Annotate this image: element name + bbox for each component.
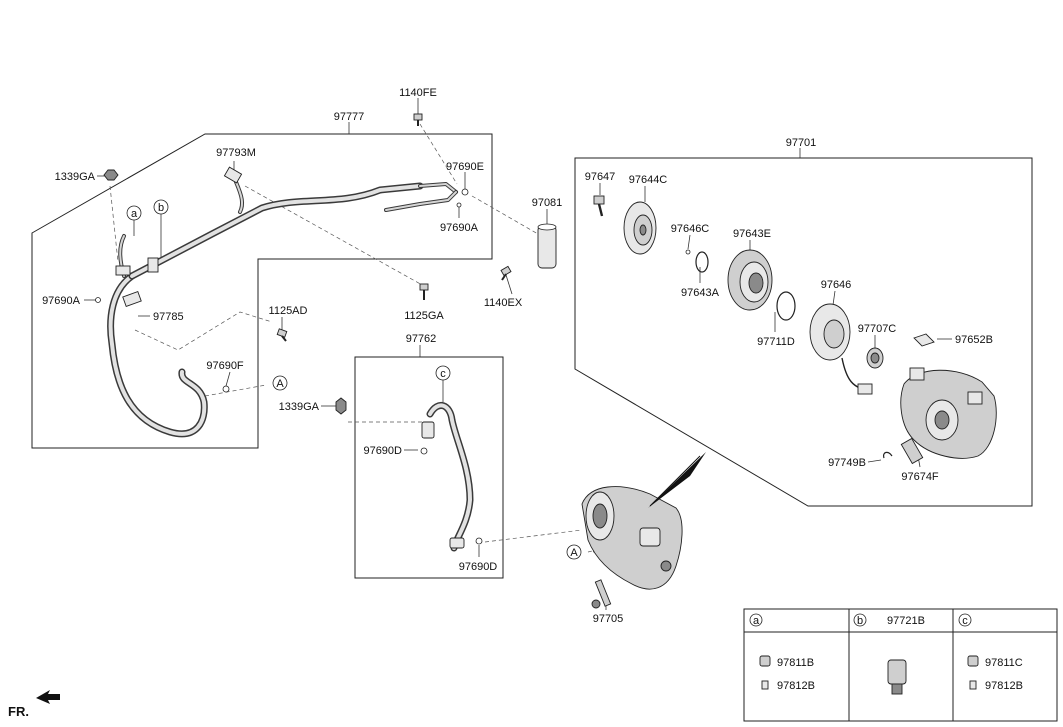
callout-A-lower: A (570, 547, 578, 559)
label-97690A-left: 97690A (42, 295, 81, 307)
callouts: a b c A A (126, 199, 582, 560)
label-97705: 97705 (593, 613, 624, 625)
legend-header-a: a (753, 615, 760, 627)
label-97690A-right: 97690A (440, 222, 479, 234)
label-97749B: 97749B (828, 457, 866, 469)
label-97690F: 97690F (206, 360, 244, 372)
part-labels: 97777 1140FE 1339GA 97793M 97690E 97690A… (8, 87, 993, 719)
label-97707C: 97707C (858, 323, 897, 335)
callout-c: c (440, 368, 446, 380)
label-97690D-lower: 97690D (459, 561, 498, 573)
hose-assembly-97777 (107, 166, 458, 438)
dashed-connectors (109, 123, 605, 553)
legend-a-item-2: 97812B (777, 680, 815, 692)
legend-a-item-1: 97811B (777, 657, 814, 669)
receiver-drier-97081 (500, 223, 557, 281)
callout-a: a (131, 208, 138, 220)
label-97793M: 97793M (216, 147, 256, 159)
legend-c-item-2: 97812B (985, 680, 1023, 692)
label-97674F: 97674F (901, 471, 939, 483)
label-97081: 97081 (532, 197, 563, 209)
leader-lines (84, 98, 952, 610)
label-97690D-upper: 97690D (363, 445, 402, 457)
label-97644C: 97644C (629, 174, 668, 186)
label-97646C: 97646C (671, 223, 710, 235)
label-97690E: 97690E (446, 161, 484, 173)
legend-table: a b c 97721B 97811B 97812B 97811C 97812B (743, 608, 1058, 722)
label-97643E: 97643E (733, 228, 771, 240)
callout-A-upper: A (276, 378, 284, 390)
hardware-97777 (95, 113, 469, 393)
label-97701: 97701 (786, 137, 817, 149)
label-fr: FR. (8, 704, 29, 719)
compressor-main (581, 452, 706, 609)
frame-97701 (574, 157, 1033, 507)
label-97646: 97646 (821, 279, 852, 291)
label-97643A: 97643A (681, 287, 720, 299)
label-97785: 97785 (153, 311, 184, 323)
legend-header-b: b (857, 615, 863, 627)
front-arrow-icon (36, 690, 60, 704)
legend-b-part: 97721B (887, 615, 925, 627)
label-1140EX: 1140EX (484, 297, 523, 309)
label-97652B: 97652B (955, 334, 993, 346)
frame-97762 (354, 356, 504, 579)
compressor-clutch-97701 (593, 195, 997, 465)
label-1339GA-mid: 1339GA (279, 401, 320, 413)
label-1140FE: 1140FE (399, 87, 437, 99)
callout-b: b (158, 202, 164, 214)
label-1125AD: 1125AD (269, 305, 308, 317)
label-97711D: 97711D (757, 336, 795, 348)
legend-c-item-1: 97811C (985, 657, 1023, 669)
hose-97762 (335, 397, 483, 552)
label-97777: 97777 (334, 111, 365, 123)
legend-header-c: c (962, 615, 968, 627)
label-97647: 97647 (585, 171, 616, 183)
label-1339GA-top: 1339GA (55, 171, 96, 183)
label-97762: 97762 (406, 333, 437, 345)
label-1125GA: 1125GA (404, 310, 444, 322)
